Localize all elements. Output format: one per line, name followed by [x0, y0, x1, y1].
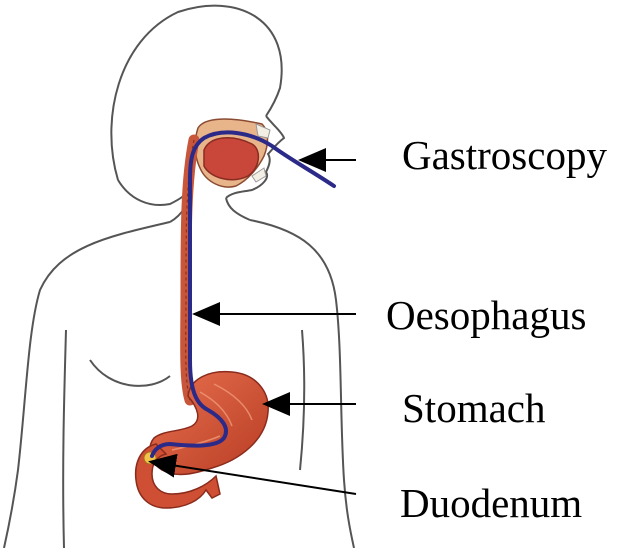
label-stomach: Stomach	[402, 388, 545, 429]
label-gastroscopy: Gastroscopy	[402, 135, 607, 176]
arrow-duodenum	[152, 462, 356, 494]
label-oesophagus: Oesophagus	[386, 295, 586, 336]
tongue	[204, 138, 258, 180]
stomach	[150, 372, 268, 475]
mouth-cavity	[195, 119, 270, 187]
chest-contour	[90, 360, 170, 386]
arm-line-right	[300, 330, 304, 470]
label-duodenum: Duodenum	[400, 483, 582, 524]
arm-line-left	[63, 330, 66, 548]
